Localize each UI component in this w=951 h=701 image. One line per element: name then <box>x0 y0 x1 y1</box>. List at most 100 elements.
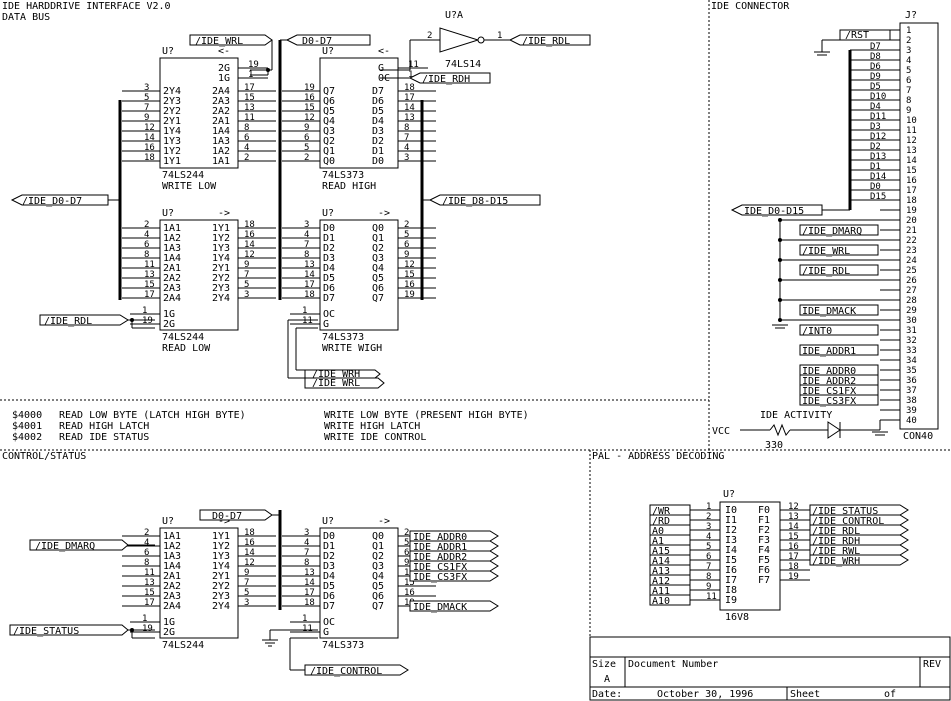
read-high-left-name: Q1 <box>323 146 335 157</box>
status-buf-right-name: 1Y3 <box>212 551 230 562</box>
read-high-right-pin: 13 <box>404 113 415 123</box>
connector-pin-number: 11 <box>906 126 917 136</box>
read-low-left-name: 1A4 <box>163 253 181 264</box>
control-latch-right-pin: 2 <box>404 528 409 538</box>
read-high-direction: <- <box>378 46 390 57</box>
write-high-right-name: Q3 <box>372 253 384 264</box>
connector-data-label: D11 <box>870 112 886 122</box>
status-buf-right-name: 2Y3 <box>212 591 230 602</box>
connector-pin-number: 12 <box>906 136 917 146</box>
write-low-left-name: 1Y2 <box>163 146 181 157</box>
write-low-left-name: 2Y1 <box>163 116 181 127</box>
write-low-right-pin: 13 <box>244 103 255 113</box>
status-buf-left-pin: 11 <box>144 568 155 578</box>
status-buf-right-name: 1Y2 <box>212 541 230 552</box>
read-low-right-name: 1Y3 <box>212 243 230 254</box>
write-low-right-name: 1A3 <box>212 136 230 147</box>
status-buf-right-name: 1Y4 <box>212 561 230 572</box>
flag-connector-signal <box>799 224 879 236</box>
connector-pin-number: 18 <box>906 196 917 206</box>
pal-output-label: /IDE_RDH <box>812 536 860 547</box>
read-high-left-pin: 15 <box>304 103 315 113</box>
write-high-left-name: D0 <box>323 223 335 234</box>
ide-connector: J? CON40 1234567891011121314151617181920… <box>712 10 939 451</box>
write-high-right-name: Q2 <box>372 243 384 254</box>
write-high-right-pin: 16 <box>404 280 415 290</box>
read-high-ctrl-pin: 11 <box>408 60 419 70</box>
status-buf-right-name: 2Y4 <box>212 601 230 612</box>
control-latch-right-name: Q0 <box>372 531 384 542</box>
write-low-left-name: 1Y3 <box>163 136 181 147</box>
connector-pin-number: 19 <box>906 206 917 216</box>
flag-connector-signal <box>799 264 879 276</box>
write-high-left-pin: 8 <box>304 250 309 260</box>
write-low-right-pin: 4 <box>244 143 249 153</box>
read-low-body <box>159 219 239 331</box>
pal-input-pin: 2 <box>706 512 711 522</box>
note-addr-2: $4002 <box>12 432 42 443</box>
control-latch-right-pin: 19 <box>404 598 415 608</box>
pal-input-name: I6 <box>725 565 737 576</box>
flag-d0d7-top <box>285 34 371 46</box>
status-buf-left-name: 1A2 <box>163 541 181 552</box>
write-low-left-name: 1Y1 <box>163 156 181 167</box>
write-high-ctrl-pin: 11 <box>302 316 313 326</box>
write-low-right-pin: 15 <box>244 93 255 103</box>
read-high-right-pin: 18 <box>404 83 415 93</box>
flag-connector-signal <box>799 304 879 316</box>
read-high-ctrl-pin: 1 <box>408 70 413 80</box>
pal-input-pin: 8 <box>706 572 711 582</box>
flag-ide-dmarq-ctrl <box>29 539 129 551</box>
led-symbol <box>827 421 841 439</box>
connector-data-label: D9 <box>870 72 881 82</box>
data-bus-labels: /IDE_D0-D7 D0-D7 /IDE_D8-D15 <box>10 34 541 207</box>
read-high-left-name: Q2 <box>323 136 335 147</box>
connector-pin-number: 25 <box>906 266 917 276</box>
section-title-data-bus: DATA BUS <box>2 12 50 23</box>
read-low-right-name: 1Y2 <box>212 233 230 244</box>
pal-output-flag <box>809 524 909 536</box>
connector-signal-label: /IDE_WRL <box>802 246 850 257</box>
write-high-left-pin: 14 <box>304 270 315 280</box>
control-section-signals: D0-D7 /IDE_DMARQ /IDE_STATUS /IDE_CONTRO… <box>9 509 409 677</box>
pal-input-label: A15 <box>652 546 670 557</box>
pal-input-name: I0 <box>725 505 737 516</box>
status-buf-right-pin: 7 <box>244 578 249 588</box>
note-read-0: READ LOW BYTE (LATCH HIGH BYTE) <box>59 410 246 421</box>
control-latch-left-pin: 18 <box>304 598 315 608</box>
read-high-right-name: D4 <box>372 116 384 127</box>
connector-data-label: D14 <box>870 172 886 182</box>
read-low-ctrl-pin: 1 <box>142 306 147 316</box>
pal-input-label: /WR <box>652 506 671 517</box>
flag-ide-d8d15 <box>428 194 541 206</box>
connector-pin-number: 20 <box>906 216 917 226</box>
control-latch-left-name: D4 <box>323 571 335 582</box>
write-high-right-name: Q4 <box>372 263 384 274</box>
write-low-right-name: 2A3 <box>212 96 230 107</box>
connector-activity-label: IDE ACTIVITY <box>760 410 832 421</box>
write-low-right-pin: 11 <box>244 113 255 123</box>
pal-output-label: /IDE_RWL <box>812 546 860 557</box>
top-control-signals: /IDE_WRL U?A 74LS14 2 1 /IDE_RDL /IDE_RD… <box>39 10 591 389</box>
write-low-right-name: 2A4 <box>212 86 230 97</box>
connector-body <box>899 22 939 430</box>
read-high-right-name: D3 <box>372 126 384 137</box>
flag-connector-signal <box>799 324 879 336</box>
pal-input-name: I8 <box>725 585 737 596</box>
connector-pin-number: 23 <box>906 246 917 256</box>
control-latch-right-pin: 16 <box>404 588 415 598</box>
read-low-right-pin: 5 <box>244 280 249 290</box>
pal-input-pin: 7 <box>706 562 711 572</box>
write-high-left-name: D2 <box>323 243 335 254</box>
connector-pin-number: 15 <box>906 166 917 176</box>
connector-pin-number: 29 <box>906 306 917 316</box>
pal-output-pin: 19 <box>788 572 799 582</box>
inverter-bubble <box>477 36 485 44</box>
connector-pin-number: 5 <box>906 66 911 76</box>
write-high-left-name: D1 <box>323 233 335 244</box>
write-high-left-name: D7 <box>323 293 335 304</box>
read-low-right-pin: 14 <box>244 240 255 250</box>
ctrl-output-label: IDE_ADDR0 <box>413 532 467 543</box>
control-latch-left-name: D0 <box>323 531 335 542</box>
